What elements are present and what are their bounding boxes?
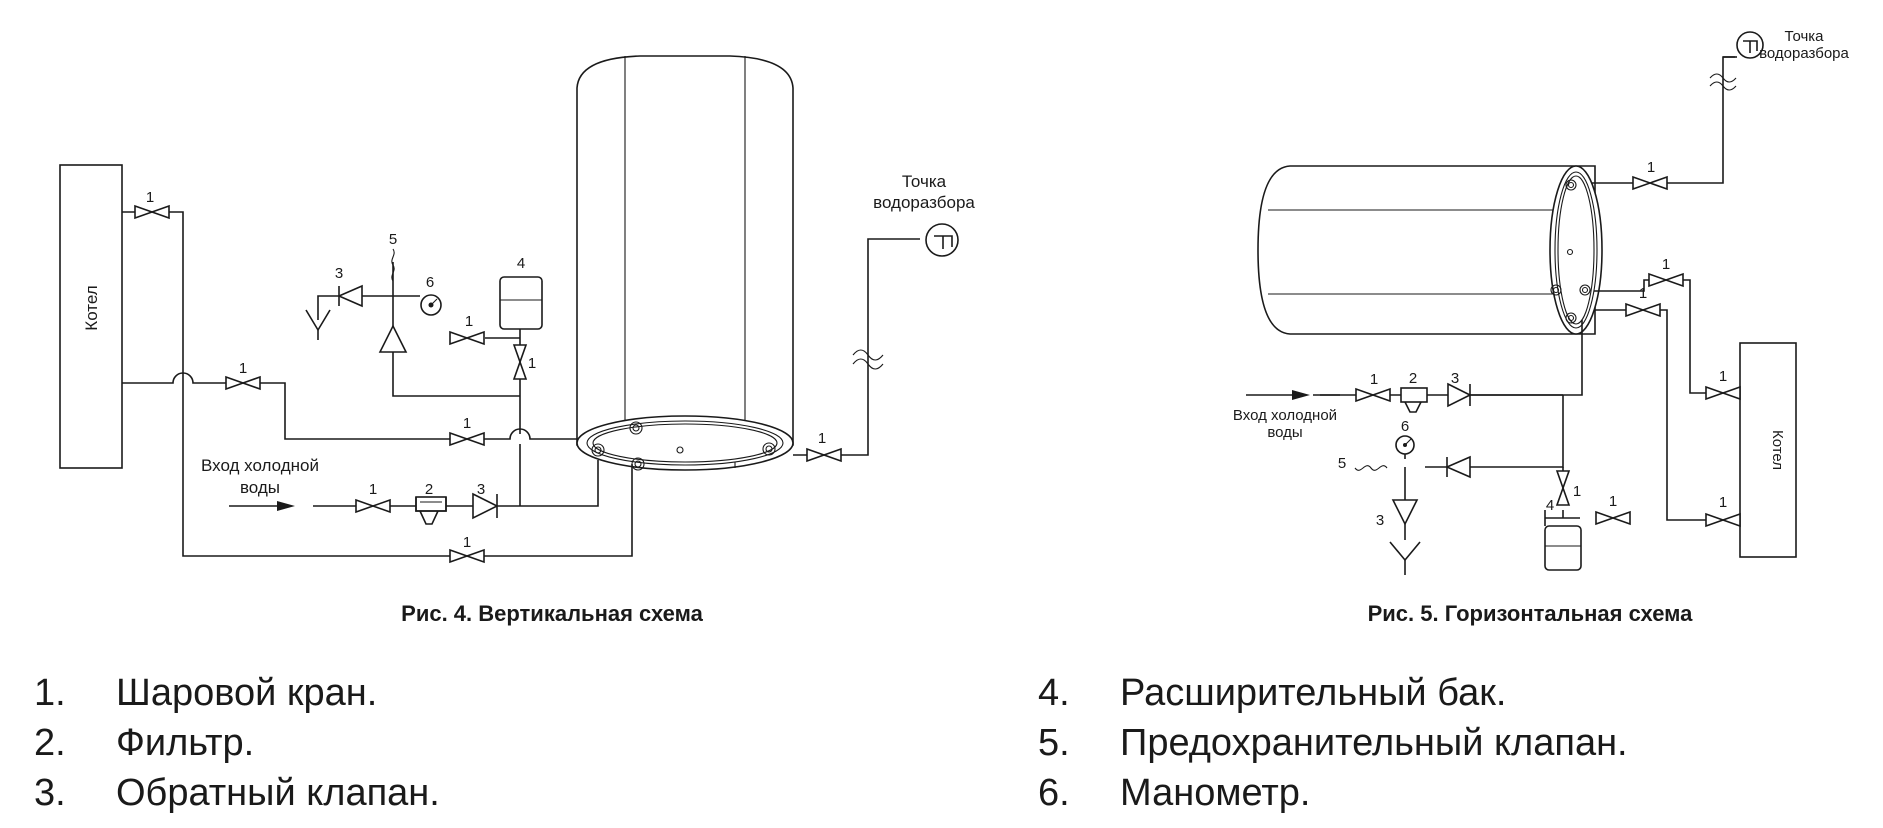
legend-column-right: 4. Расширительный бак. 5. Предохранитель… (1038, 668, 1628, 818)
ball-valve (1648, 273, 1684, 287)
label-2: 2 (1409, 370, 1417, 387)
cold-inlet-label: Вход холодной (201, 456, 319, 475)
legend-number: 1. (34, 672, 66, 714)
filter-icon (415, 496, 447, 525)
label-1: 1 (463, 534, 471, 551)
legend-text: Манометр. (1120, 772, 1311, 814)
label-1: 1 (1719, 368, 1727, 385)
label-1: 1 (1609, 493, 1617, 510)
label-1: 1 (146, 189, 154, 206)
ball-valve (355, 499, 391, 513)
figure-caption-horizontal: Рис. 5. Горизонтальная схема (1368, 601, 1694, 626)
label-5: 5 (1338, 455, 1346, 472)
legend-item: 3. Обратный клапан. (34, 768, 440, 818)
label-1: 1 (1719, 494, 1727, 511)
check-valve-icon (472, 492, 499, 520)
label-4: 4 (517, 255, 525, 272)
boiler-vertical: Котел (59, 164, 123, 469)
cold-inlet-label: Вход холодной (1233, 407, 1337, 424)
check-valve-icon (1447, 382, 1563, 408)
legend-item: 5. Предохранительный клапан. (1038, 718, 1628, 768)
water-point-label: Точка (902, 172, 947, 191)
water-point-label: Точка (1784, 28, 1824, 45)
legend-text: Фильтр. (116, 722, 255, 764)
cold-inlet-label: воды (1267, 424, 1302, 441)
ball-valve (1705, 386, 1741, 400)
label-3: 3 (477, 481, 485, 498)
legend-number: 2. (34, 722, 66, 764)
ball-valve (225, 376, 261, 390)
legend-item: 6. Манометр. (1038, 768, 1628, 818)
label-5: 5 (389, 231, 397, 248)
ball-valve (1625, 303, 1661, 317)
legend-text: Обратный клапан. (116, 772, 440, 814)
boiler-label: Котел (1769, 430, 1786, 470)
legend-text: Шаровой кран. (116, 672, 378, 714)
label-1: 1 (369, 481, 377, 498)
label-1: 1 (528, 355, 536, 372)
ball-valve (806, 448, 842, 462)
pipe-break-mark (1709, 73, 1737, 91)
water-heater-tank-horizontal (1257, 165, 1603, 335)
cold-inlet-label: воды (240, 478, 280, 497)
ball-valve (1556, 470, 1570, 506)
vertical-scheme: Котел (59, 55, 975, 626)
label-1: 1 (1662, 256, 1670, 273)
horizontal-scheme: Котел (1233, 28, 1850, 626)
safety-group-horizontal (1354, 435, 1471, 575)
expansion-tank-vertical (499, 276, 543, 330)
ball-valve (1355, 388, 1391, 402)
label-1: 1 (1370, 371, 1378, 388)
label-1: 1 (1573, 483, 1581, 500)
ball-valve (1705, 513, 1741, 527)
legend-number: 6. (1038, 772, 1070, 814)
label-1: 1 (1639, 285, 1647, 302)
ball-valve (449, 432, 485, 446)
ball-valve (513, 344, 527, 380)
expansion-tank-horizontal (1544, 525, 1582, 571)
water-point-label: водоразбора (873, 193, 975, 212)
figure-caption-vertical: Рис. 4. Вертикальная схема (401, 601, 703, 626)
water-tap-icon (1723, 31, 1764, 59)
water-point-label: водоразбора (1759, 45, 1849, 62)
label-6: 6 (1401, 418, 1409, 435)
label-6: 6 (426, 274, 434, 291)
legend-item: 2. Фильтр. (34, 718, 440, 768)
legend-number: 5. (1038, 722, 1070, 764)
legend-number: 3. (34, 772, 66, 814)
ball-valve (1632, 176, 1668, 190)
label-1: 1 (465, 313, 473, 330)
label-4: 4 (1546, 497, 1554, 514)
label-3: 3 (1451, 370, 1459, 387)
ball-valve (449, 331, 485, 345)
water-heater-tank-vertical (576, 55, 794, 471)
label-3: 3 (1376, 512, 1384, 529)
legend-column-left: 1. Шаровой кран. 2. Фильтр. 3. Обратный … (34, 668, 440, 818)
legend-text: Расширительный бак. (1120, 672, 1507, 714)
legend-number: 4. (1038, 672, 1070, 714)
filter-icon (1400, 387, 1428, 413)
boiler-horizontal: Котел (1739, 342, 1797, 558)
boiler-label: Котел (82, 285, 101, 330)
label-1: 1 (239, 360, 247, 377)
ball-valve (1595, 511, 1631, 525)
label-1: 1 (818, 430, 826, 447)
pipe-break-mark (852, 349, 884, 370)
ball-valve (134, 205, 170, 219)
legend-item: 1. Шаровой кран. (34, 668, 440, 718)
legend-text: Предохранительный клапан. (1120, 722, 1628, 764)
label-2: 2 (425, 481, 433, 498)
label-3: 3 (335, 265, 343, 282)
safety-group-vertical (305, 248, 442, 353)
label-1: 1 (463, 415, 471, 432)
label-1: 1 (1647, 159, 1655, 176)
ball-valve (449, 549, 485, 563)
water-tap-icon (925, 223, 959, 257)
legend-item: 4. Расширительный бак. (1038, 668, 1628, 718)
